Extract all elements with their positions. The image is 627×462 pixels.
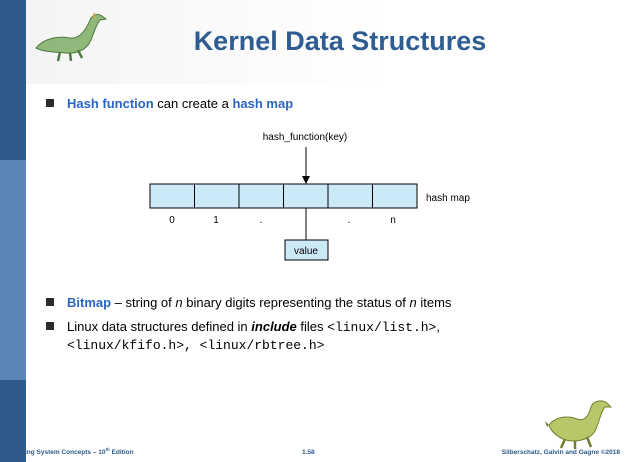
bullet-marker bbox=[46, 322, 54, 330]
footer-book-title: Operating System Concepts – 10th Edition bbox=[4, 447, 134, 456]
hash-cell bbox=[238, 183, 284, 209]
footer-title-sup: th bbox=[105, 446, 110, 452]
title-band bbox=[26, 0, 627, 84]
footer-title-end: Edition bbox=[109, 449, 134, 456]
bullet-text: binary digits representing the status of bbox=[182, 295, 410, 310]
term-include: include bbox=[251, 319, 297, 334]
hash-cell bbox=[283, 183, 329, 209]
index-label: . bbox=[260, 215, 263, 226]
hash-cell bbox=[327, 183, 373, 209]
sidebar-highlight bbox=[0, 160, 26, 380]
footer-page-number: 1.58 bbox=[302, 449, 315, 456]
bullet-text: files bbox=[296, 319, 328, 334]
footer-copyright: Silberschatz, Galvin and Gagne ©2018 bbox=[501, 449, 620, 456]
left-sidebar-bar bbox=[0, 0, 26, 462]
hash-cell bbox=[194, 183, 240, 209]
hash-function-label: hash_function(key) bbox=[263, 132, 348, 143]
term-bitmap: Bitmap bbox=[67, 295, 112, 310]
code-kfifo-h: <linux/kfifo.h> bbox=[67, 338, 185, 353]
hash-cell bbox=[149, 183, 195, 209]
bullet-marker bbox=[46, 298, 54, 306]
separator: , bbox=[436, 319, 440, 334]
value-label: value bbox=[294, 246, 318, 257]
code-list-h: <linux/list.h> bbox=[327, 320, 437, 335]
hash-map-cells bbox=[149, 183, 418, 209]
code-rbtree-h: <linux/rbtree.h> bbox=[199, 338, 325, 353]
term-hash-function: Hash function bbox=[67, 96, 154, 111]
value-box bbox=[284, 239, 329, 261]
dinosaur-logo-icon bbox=[35, 12, 108, 62]
bullet-bitmap: Bitmap – string of n binary digits repre… bbox=[46, 294, 587, 311]
var-n: n bbox=[409, 295, 417, 310]
separator: , bbox=[184, 338, 200, 353]
footer-title-text: Operating System Concepts – 10 bbox=[4, 449, 106, 456]
index-label: n bbox=[390, 215, 396, 226]
index-label: 0 bbox=[169, 215, 175, 226]
bullet-text: Linux data structures defined in bbox=[67, 319, 252, 334]
var-n: n bbox=[175, 295, 183, 310]
bullet-text: can create a bbox=[153, 96, 233, 111]
slide-title: Kernel Data Structures bbox=[193, 26, 487, 56]
bullet-text: items bbox=[416, 295, 452, 310]
hash-map-label: hash map bbox=[426, 193, 470, 204]
bullet-marker bbox=[46, 99, 54, 107]
bullet-text: – string of bbox=[111, 295, 176, 310]
bullet-hash-function: Hash function can create a hash map bbox=[46, 95, 587, 112]
term-hash-map: hash map bbox=[232, 96, 294, 111]
index-label: . bbox=[348, 215, 351, 226]
bullet-linux-structures: Linux data structures defined in include… bbox=[46, 318, 587, 354]
hash-cell bbox=[372, 183, 418, 209]
index-label: 1 bbox=[213, 215, 219, 226]
dinosaur-bottom-icon bbox=[545, 400, 613, 449]
